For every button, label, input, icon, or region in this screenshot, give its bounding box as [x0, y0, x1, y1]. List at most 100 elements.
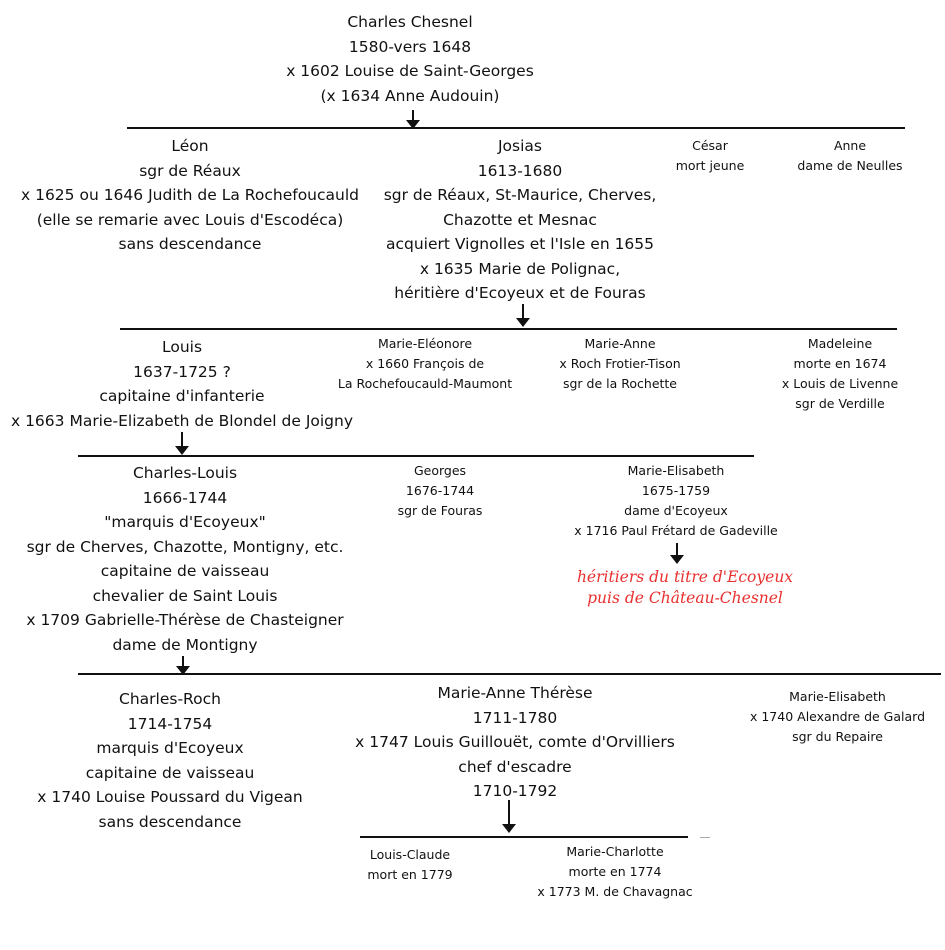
entry-line: héritière d'Ecoyeux et de Fouras: [394, 284, 646, 302]
entry-line: capitaine de vaisseau: [85, 763, 255, 782]
entry-line: chef d'escadre: [458, 757, 572, 776]
descent-arrow-marie-elisabeth: [670, 543, 684, 565]
entry-line: x 1740 Alexandre de Galard: [749, 709, 926, 724]
entry-line: Anne: [833, 138, 867, 153]
entry-line: sgr du Repaire: [792, 729, 883, 744]
entry-line: 1711-1780: [472, 708, 558, 727]
person-charles-roch: Charles-Roch 1714-1754 marquis d'Ecoyeux ca…: [0, 687, 340, 834]
entry-line: x Roch Frotier-Tison: [559, 356, 681, 371]
descent-arrow-marie-anne-therese: [502, 800, 516, 834]
sibling-line-gen5: [360, 836, 688, 838]
entry-line: Louis-Claude: [369, 847, 451, 862]
entry-line: x 1747 Louis Guillouët, comte d'Orvillie…: [355, 733, 675, 751]
entry-line: morte en 1774: [568, 864, 662, 879]
descent-arrow-charles-louis: [176, 656, 190, 676]
person-josias: Josias 1613-1680 sgr de Réaux, St-Maurice,…: [375, 134, 665, 306]
entry-line: x 1773 M. de Chavagnac: [537, 884, 693, 899]
person-charles-louis: Charles-Louis 1666-1744 "marquis d'Ecoyeux…: [0, 461, 370, 657]
entry-line: sans descendance: [98, 812, 242, 831]
sibling-line-gen3: [78, 455, 754, 457]
entry-line: Léon: [171, 137, 209, 155]
person-marie-anne-therese: Marie-Anne Thérèse 1711-1780 x 1747 Louis …: [330, 681, 700, 804]
stray-tick: [700, 837, 710, 838]
entry-line: Marie-Charlotte: [566, 844, 664, 859]
person-madeleine: Madeleine morte en 1674 x Louis de Livenne…: [765, 334, 915, 414]
person-anne: Anne dame de Neulles: [780, 136, 920, 176]
entry-line: 1666-1744: [142, 488, 228, 507]
entry-line: dame d'Ecoyeux: [624, 503, 728, 518]
entry-line: chevalier de Saint Louis: [92, 586, 278, 605]
entry-line: x 1716 Paul Frétard de Gadeville: [574, 523, 778, 538]
descent-arrow-josias: [516, 304, 530, 328]
entry-line: capitaine de vaisseau: [100, 562, 270, 580]
entry-line: César: [692, 138, 728, 153]
heirs-note: héritiers du titre d'Ecoyeux puis de Chât…: [540, 567, 830, 609]
entry-line: capitaine d'infanterie: [99, 387, 265, 405]
entry-line: Josias: [497, 137, 542, 155]
entry-line: x Louis de Livenne: [781, 376, 899, 391]
entry-line: Marie-Anne Thérèse: [437, 684, 593, 702]
entry-line: sgr de Cherves, Chazotte, Montigny, etc.: [26, 537, 344, 556]
entry-line: (elle se remarie avec Louis d'Escodéca): [36, 210, 344, 229]
person-marie-elisabeth-2: Marie-Elisabeth x 1740 Alexandre de Galar…: [735, 687, 940, 747]
entry-line: sans descendance: [118, 235, 262, 253]
entry-line: Charles-Louis: [132, 464, 238, 482]
entry-line: 1637-1725 ?: [133, 362, 231, 381]
entry-line: Marie-Eléonore: [377, 336, 473, 351]
entry-line: puis de Château-Chesnel: [587, 589, 783, 607]
person-charles-chesnel: Charles Chesnel 1580-vers 1648 x 1602 Loui…: [280, 10, 540, 108]
sibling-line-gen1: [127, 127, 905, 129]
entry-line: "marquis d'Ecoyeux": [104, 513, 266, 531]
person-marie-anne: Marie-Anne x Roch Frotier-Tison sgr de la …: [540, 334, 700, 394]
entry-line: La Rochefoucauld-Maumont: [337, 376, 513, 391]
person-louis-claude: Louis-Claude mort en 1779: [345, 845, 475, 885]
entry-line: 1675-1759: [641, 483, 711, 498]
entry-line: Marie-Elisabeth: [627, 463, 725, 478]
descent-arrow-root: [406, 110, 420, 130]
entry-line: 1714-1754: [127, 714, 213, 733]
entry-line: Charles Chesnel: [347, 13, 473, 31]
entry-line: sgr de Fouras: [397, 503, 483, 518]
entry-line: héritiers du titre d'Ecoyeux: [576, 568, 794, 586]
entry-line: mort jeune: [675, 158, 745, 173]
entry-line: Chazotte et Mesnac: [443, 210, 597, 229]
entry-line: 1676-1744: [405, 483, 475, 498]
entry-line: Madeleine: [807, 336, 873, 351]
entry-line: sgr de Réaux, St-Maurice, Cherves,: [383, 186, 657, 204]
entry-line: Georges: [413, 463, 467, 478]
person-louis: Louis 1637-1725 ? capitaine d'infanterie x …: [0, 335, 364, 433]
entry-line: sgr de Réaux: [139, 161, 241, 180]
entry-line: sgr de Verdille: [795, 396, 885, 411]
entry-line: mort en 1779: [367, 867, 453, 882]
entry-line: Charles-Roch: [119, 690, 221, 708]
person-cesar: César mort jeune: [660, 136, 760, 176]
entry-line: x 1740 Louise Poussard du Vigean: [37, 788, 303, 806]
entry-line: dame de Neulles: [797, 158, 903, 173]
entry-line: x 1663 Marie-Elizabeth de Blondel de Joi…: [10, 411, 354, 430]
person-marie-charlotte: Marie-Charlotte morte en 1774 x 1773 M. de…: [520, 842, 710, 902]
entry-line: x 1602 Louise de Saint-Georges: [286, 62, 534, 80]
sibling-line-gen4: [78, 673, 941, 675]
entry-line: x 1660 François de: [365, 356, 485, 371]
entry-line: Marie-Elisabeth: [789, 689, 886, 704]
entry-line: morte en 1674: [793, 356, 887, 371]
entry-line: Marie-Anne: [584, 336, 656, 351]
entry-line: x 1625 ou 1646 Judith de La Rochefoucaul…: [20, 186, 359, 204]
entry-line: 1580-vers 1648: [348, 37, 472, 56]
entry-line: acquiert Vignolles et l'Isle en 1655: [385, 235, 655, 253]
person-marie-elisabeth: Marie-Elisabeth 1675-1759 dame d'Ecoyeux x …: [560, 461, 792, 541]
entry-line: marquis d'Ecoyeux: [96, 739, 244, 757]
entry-line: 1710-1792: [472, 782, 558, 800]
person-leon: Léon sgr de Réaux x 1625 ou 1646 Judith de…: [0, 134, 380, 257]
entry-line: (x 1634 Anne Audouin): [320, 86, 500, 105]
entry-line: sgr de la Rochette: [562, 376, 677, 391]
entry-line: Louis: [161, 338, 203, 356]
descent-arrow-louis: [175, 432, 189, 456]
person-marie-eleonore: Marie-Eléonore x 1660 François de La Roche…: [325, 334, 525, 394]
entry-line: x 1635 Marie de Polignac,: [419, 259, 621, 278]
person-georges: Georges 1676-1744 sgr de Fouras: [380, 461, 500, 521]
entry-line: dame de Montigny: [112, 635, 258, 654]
sibling-line-gen2: [120, 328, 897, 330]
entry-line: 1613-1680: [477, 161, 563, 180]
entry-line: x 1709 Gabrielle-Thérèse de Chasteigner: [26, 611, 344, 629]
